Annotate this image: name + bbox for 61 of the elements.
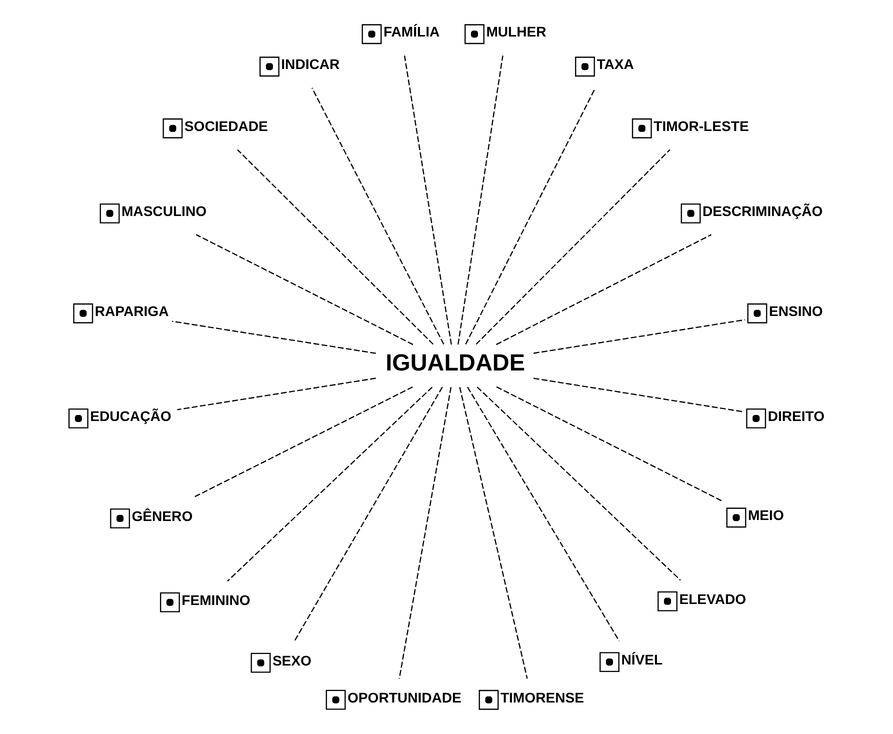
node-text: IGUALDADE [385, 349, 524, 376]
node-box [478, 690, 498, 710]
node-label: EDUCAÇÃO [90, 408, 171, 424]
connector [458, 387, 528, 679]
node-label: MULHER [486, 24, 546, 40]
node-label: MASCULINO [120, 202, 206, 219]
node-label: FEMININO [181, 592, 250, 608]
connector [464, 88, 596, 344]
node-box [162, 118, 182, 138]
node-box [574, 56, 594, 77]
node-box [599, 652, 619, 672]
node-box [726, 508, 746, 528]
node-label: SEXO [272, 652, 311, 668]
node-label: DESCRIMINAÇÃO [702, 202, 822, 219]
node-box [361, 24, 382, 44]
node-box [68, 408, 88, 428]
node-box [99, 203, 120, 224]
node-box [159, 592, 180, 612]
connector [457, 56, 503, 345]
node-label: OPORTUNIDADE [346, 689, 461, 706]
node-box [746, 303, 767, 324]
node-box [325, 690, 346, 710]
connector [311, 88, 444, 344]
connector [476, 386, 680, 581]
connector [532, 319, 744, 354]
connector [176, 378, 376, 410]
node-box [631, 118, 652, 138]
connector [226, 386, 432, 582]
connector [532, 378, 744, 412]
node-label: RAPARIGA [94, 302, 168, 319]
node-label: ELEVADO [678, 590, 746, 607]
node-box [72, 303, 93, 324]
connector [466, 386, 620, 642]
connector [403, 56, 452, 345]
node-box [657, 591, 677, 612]
connector [398, 387, 452, 679]
connector [172, 320, 376, 354]
node-label: TIMOR-LESTE [653, 118, 748, 134]
node-label: INDICAR [280, 56, 340, 72]
node-label: DIREITO [767, 408, 824, 424]
node-label: SOCIEDADE [184, 118, 268, 134]
node-box [680, 203, 700, 224]
node-label: TAXA [596, 56, 634, 72]
node-box [464, 24, 484, 44]
connector [293, 386, 442, 642]
connector [193, 386, 412, 498]
node-box [110, 508, 130, 528]
node-box [746, 408, 766, 428]
connector [475, 149, 670, 345]
connector [236, 149, 434, 345]
connector [495, 234, 712, 346]
connector [195, 234, 413, 346]
connector [496, 386, 723, 502]
node-label: GÊNERO [131, 508, 192, 524]
node-label: TIMORENSE [500, 689, 584, 706]
node-label: FAMÍLIA [382, 24, 440, 40]
node-box [250, 652, 270, 673]
node-label: NÍVEL [620, 652, 662, 668]
node-label: MEIO [747, 507, 784, 524]
node-box [258, 56, 279, 77]
node-label: ENSINO [768, 302, 822, 319]
